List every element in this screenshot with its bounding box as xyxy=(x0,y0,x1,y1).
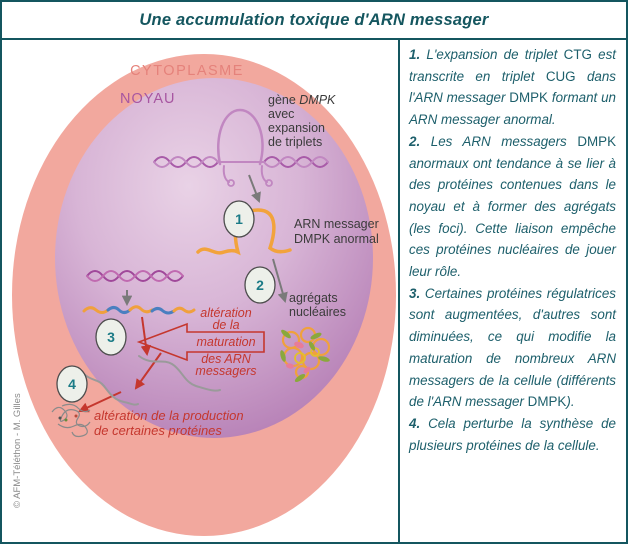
credit-text: © AFM-Téléthon - M. Gilles xyxy=(12,393,23,508)
svg-text:maturation: maturation xyxy=(196,335,255,349)
step-circle-2: 2 xyxy=(244,266,276,304)
mrna-label: ARN messager DMPK anormal xyxy=(294,217,379,246)
title-bar: Une accumulation toxique d'ARN messager xyxy=(2,2,626,40)
svg-text:de certaines protéines: de certaines protéines xyxy=(94,423,222,438)
svg-text:avec: avec xyxy=(268,107,294,121)
nucleus-label: NOYAU xyxy=(120,91,176,107)
aggregation-arrow xyxy=(272,258,288,303)
note-item: 3. Certaines protéines régulatrices sont… xyxy=(409,285,616,410)
cytoplasm-label: CYTOPLASME xyxy=(130,63,244,79)
note-item: 1. L'expansion de triplet CTG est transc… xyxy=(409,47,616,128)
note-item: 2. Les ARN messagers DMPK anormaux ont t… xyxy=(409,133,617,280)
cell-diagram: CYTOPLASME NOYAU xyxy=(12,54,396,536)
svg-text:3: 3 xyxy=(107,329,115,345)
maturation-arrow-shape xyxy=(136,322,265,362)
step-circles: 1 2 3 4 xyxy=(56,200,276,403)
aggregates-label: agrégats nucléaires xyxy=(289,291,346,319)
notes-list: 1. L'expansion de triplet CTG est transc… xyxy=(409,44,616,456)
step4-arrow xyxy=(78,391,122,413)
note-item: 4. Cela perturbe la synthèse de plusieur… xyxy=(409,415,616,453)
diagram-panel: CYTOPLASME NOYAU xyxy=(2,40,400,542)
svg-text:1: 1 xyxy=(235,211,243,227)
nuclear-aggregates-illustration xyxy=(280,326,331,382)
svg-text:altération de la production: altération de la production xyxy=(94,408,244,423)
svg-text:expansion: expansion xyxy=(268,121,325,135)
maturation-label: altération de la maturation des ARN mess… xyxy=(195,306,256,378)
svg-text:agrégats: agrégats xyxy=(289,291,338,305)
cell-dna-illustration xyxy=(86,270,184,282)
content: CYTOPLASME NOYAU xyxy=(2,40,626,542)
svg-text:messagers: messagers xyxy=(195,364,256,378)
svg-text:de triplets: de triplets xyxy=(268,135,322,149)
transcription-arrow xyxy=(248,174,261,203)
step3-arrow xyxy=(140,316,152,357)
dmpk-gene-illustration xyxy=(153,108,329,187)
svg-text:altération: altération xyxy=(200,306,251,320)
gene-label: gène DMPK avec expansion de triplets xyxy=(268,93,336,149)
notes-panel: 1. L'expansion de triplet CTG est transc… xyxy=(400,40,626,542)
altered-protein-illustration xyxy=(51,403,91,438)
svg-text:4: 4 xyxy=(68,376,76,392)
svg-text:ARN messager: ARN messager xyxy=(294,217,379,231)
step3b-arrow xyxy=(134,352,162,390)
page-title: Une accumulation toxique d'ARN messager xyxy=(139,10,489,29)
svg-text:de la: de la xyxy=(212,318,239,332)
svg-text:nucléaires: nucléaires xyxy=(289,305,346,319)
svg-text:des ARN: des ARN xyxy=(201,352,252,366)
step-circle-1: 1 xyxy=(223,200,255,238)
step-circle-3: 3 xyxy=(95,318,127,356)
spliced-mrna-strands xyxy=(79,355,221,406)
svg-text:2: 2 xyxy=(256,277,264,293)
svg-text:gène DMPK: gène DMPK xyxy=(268,93,336,107)
production-label: altération de la production de certaines… xyxy=(94,408,244,438)
step-circle-4: 4 xyxy=(56,365,88,403)
cell-mrna-strand xyxy=(82,305,196,315)
svg-text:DMPK anormal: DMPK anormal xyxy=(294,232,379,246)
